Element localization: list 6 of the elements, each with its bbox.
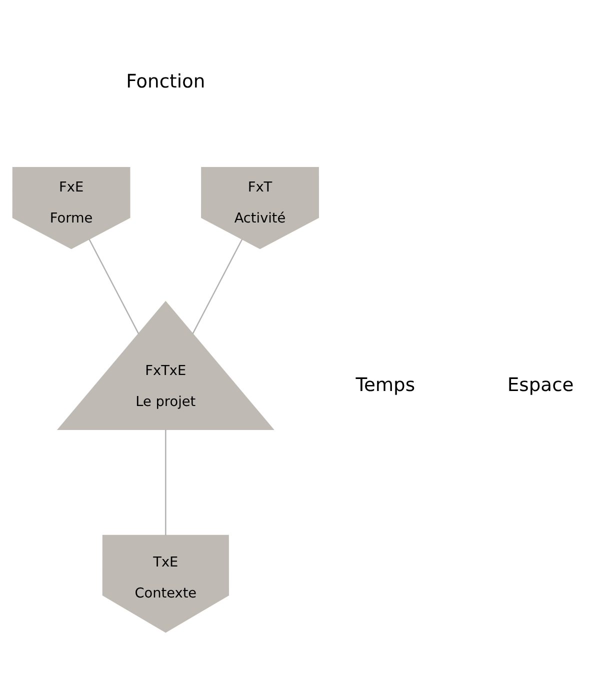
label: Espace [507,374,574,396]
connector [165,429,166,535]
connector [88,238,140,334]
connector [192,238,243,334]
label: Fonction [126,71,206,92]
label: Temps [356,374,416,396]
